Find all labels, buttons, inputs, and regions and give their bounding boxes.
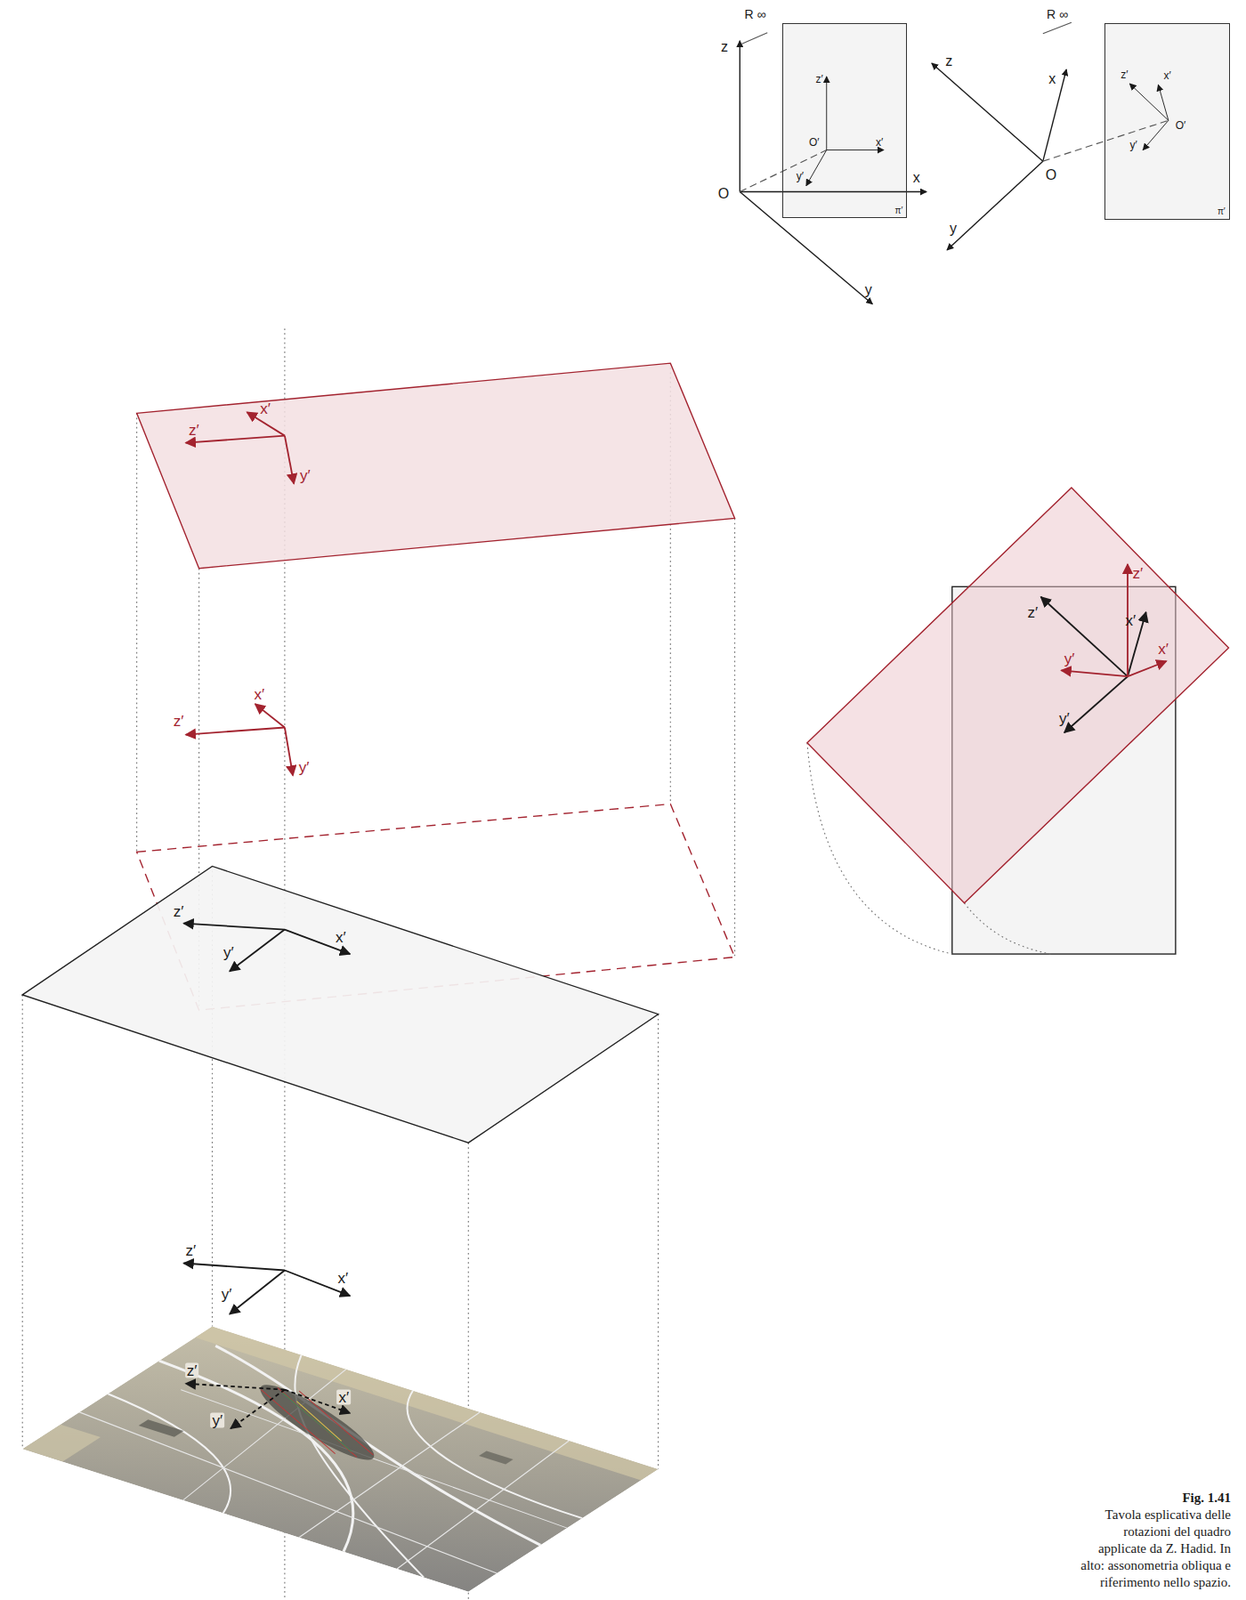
painting-image (22, 1326, 658, 1593)
plane-label: π′ (895, 206, 904, 216)
axis-label: z′ (186, 1242, 197, 1258)
axis-label: z′ (1027, 604, 1039, 620)
axis-label: y (949, 221, 957, 236)
axis-label: x′ (1163, 70, 1171, 81)
axis-label: y′ (299, 468, 311, 484)
axis-label: y (865, 283, 873, 298)
axis-label: z′ (815, 73, 823, 85)
axis-label: z′ (173, 712, 185, 729)
axis-label: O (1045, 168, 1057, 183)
picture-plane: z′ x′ O′ y′ π′ (1104, 23, 1230, 219)
axis-label: x′ (337, 1270, 348, 1286)
axis-label: O′ (809, 137, 820, 148)
plane-label: π′ (1217, 207, 1226, 217)
axis-label: x (913, 170, 921, 186)
painting-axes (186, 1383, 351, 1429)
axis-label: x′ (259, 400, 271, 416)
axis-label: x (1048, 72, 1056, 87)
picture-plane: z′ O′ x′ y′ π′ (782, 23, 907, 219)
axis-label: z′ (173, 903, 185, 919)
axis-label: y′ (1064, 650, 1076, 666)
axis-label: z (720, 40, 729, 55)
axis-label: y′ (221, 1286, 233, 1302)
axis-label: O′ (1175, 120, 1187, 131)
axis-label: y′ (223, 944, 235, 960)
axis-label: O (718, 186, 729, 202)
axis-label: y′ (1130, 139, 1138, 151)
plane-rotation-scheme (22, 328, 735, 1600)
axis-label: z (945, 54, 953, 69)
axis-label: x′ (335, 929, 347, 945)
space-reference (931, 22, 1230, 251)
axis-label: z′ (185, 1362, 200, 1378)
axis-label: y′ (210, 1413, 225, 1429)
axis-label: x′ (337, 1389, 352, 1405)
figure-number: Fig. 1.41 (1079, 1489, 1231, 1507)
axis-label: y′ (1059, 711, 1070, 727)
axis-label: z′ (1120, 69, 1128, 81)
axis-label: z′ (1132, 566, 1144, 582)
axis-label: R ∞ (1046, 8, 1068, 21)
axis-label: y′ (299, 760, 310, 776)
axis-label: R ∞ (744, 8, 766, 21)
caption-text: Tavola esplicativa delle rotazioni del q… (1079, 1506, 1231, 1592)
axis-label: x′ (875, 137, 883, 148)
axis-label: x′ (1125, 613, 1137, 629)
axis-label: y′ (796, 170, 804, 182)
axis-label: x′ (253, 686, 265, 702)
axis-label: x′ (1157, 641, 1169, 657)
figure-caption: Fig. 1.41Tavola esplicativa delle rotazi… (1079, 1489, 1231, 1592)
oblique-axonometry (739, 23, 927, 304)
rotation-detail (807, 487, 1230, 955)
axis-label: z′ (188, 421, 200, 437)
